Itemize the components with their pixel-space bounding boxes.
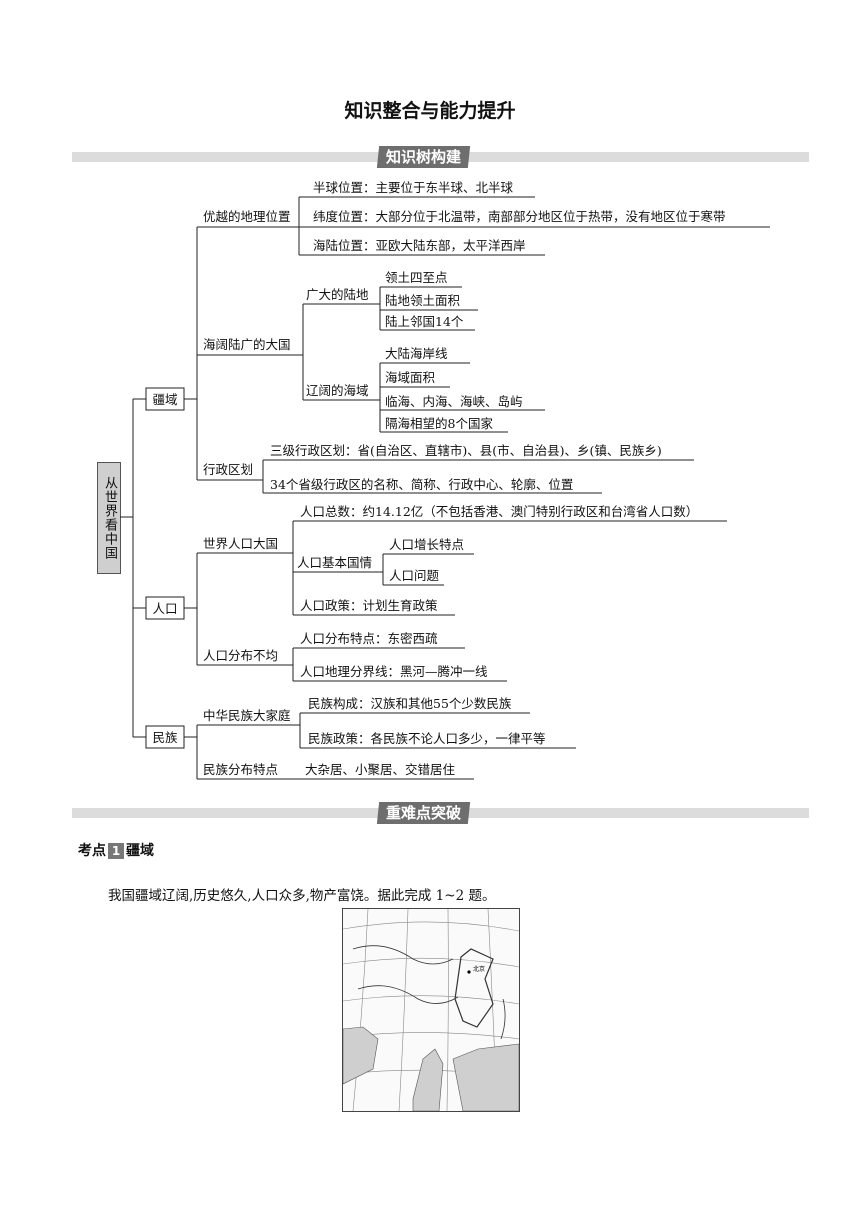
node-mzfenbu: 民族分布特点 <box>203 762 278 777</box>
node-haiyu: 海域面积 <box>385 370 435 385</box>
node-dongmi: 人口分布特点：东密西疏 <box>300 631 438 646</box>
question-intro: 我国疆域辽阔,历史悠久,人口众多,物产富饶。据此完成 1~2 题。 <box>108 888 496 904</box>
node-lingtu4: 领土四至点 <box>385 270 448 285</box>
kaodian-label: 考点 <box>78 843 106 859</box>
node-minzu: 民族 <box>152 730 178 745</box>
section-label-points: 重难点突破 <box>376 802 471 824</box>
node-gehai: 隔海相望的8个国家 <box>385 416 493 431</box>
node-fenjie: 人口地理分界线：黑河—腾冲一线 <box>300 664 488 679</box>
node-guangda: 广大的陆地 <box>306 287 369 302</box>
node-xingzheng: 行政区划 <box>203 462 253 477</box>
node-fenbu: 人口分布不均 <box>203 648 278 663</box>
page-title: 知识整合与能力提升 <box>344 100 516 122</box>
map-figure: 北京 <box>342 908 520 1112</box>
node-hailu: 海陆位置：亚欧大陆东部，太平洋西岸 <box>313 238 526 253</box>
node-jiben: 人口基本国情 <box>297 555 372 570</box>
node-goucheng: 民族构成：汉族和其他55个少数民族 <box>308 696 512 711</box>
node-haian: 大陆海岸线 <box>385 346 448 361</box>
knowledge-tree: 疆域 优越的地理位置 半球位置：主要位于东半球、北半球 纬度位置：大部分位于北温… <box>120 180 770 780</box>
node-renkou: 人口 <box>152 601 177 616</box>
node-zaju: 大杂居、小聚居、交错居住 <box>305 762 456 777</box>
node-zongshu: 人口总数：约14.12亿（不包括香港、澳门特别行政区和台湾省人口数） <box>300 504 698 519</box>
node-sheng34: 34个省级行政区的名称、简称、行政中心、轮廓、位置 <box>270 477 573 492</box>
node-sanji: 三级行政区划：省(自治区、直辖市)、县(市、自治县)、乡(镇、民族乡) <box>270 443 662 458</box>
node-zhonghua: 中华民族大家庭 <box>203 708 291 723</box>
node-zhengce: 人口政策：计划生育政策 <box>300 598 438 613</box>
map-label-beijing: 北京 <box>473 965 485 973</box>
node-shijie: 世界人口大国 <box>203 536 278 551</box>
node-weidu: 纬度位置：大部分位于北温带，南部部分地区位于热带，没有地区位于寒带 <box>313 209 726 224</box>
map-image: 北京 <box>342 908 520 1112</box>
node-linguo: 陆上邻国14个 <box>385 314 464 329</box>
node-youyue: 优越的地理位置 <box>203 209 291 224</box>
kaodian-topic: 疆域 <box>126 843 154 859</box>
node-liaokuo: 辽阔的海域 <box>306 383 369 398</box>
node-jiangyu: 疆域 <box>152 392 177 407</box>
node-ludimianji: 陆地领土面积 <box>385 293 460 308</box>
node-mzzhengce: 民族政策：各民族不论人口多少，一律平等 <box>308 731 546 746</box>
tree-root-label: 从世界看中国 <box>97 462 121 574</box>
kaodian-number: 1 <box>108 843 124 859</box>
node-linhai: 临海、内海、海峡、岛屿 <box>385 394 523 409</box>
node-banqiu: 半球位置：主要位于东半球、北半球 <box>313 180 514 195</box>
node-zengzhang: 人口增长特点 <box>389 537 464 552</box>
node-haikuo: 海阔陆广的大国 <box>203 337 291 352</box>
node-wenti: 人口问题 <box>389 568 440 583</box>
